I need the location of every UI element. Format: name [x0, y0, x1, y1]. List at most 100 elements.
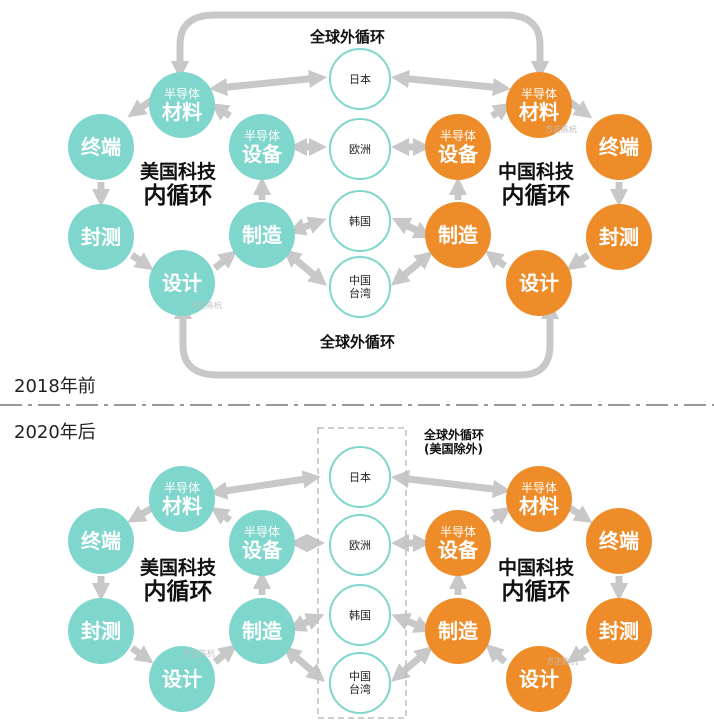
node-big-label: 封测 [81, 619, 121, 643]
us-top-japan-link-arrow [208, 69, 328, 97]
node-small-label: 半导体 [520, 480, 557, 495]
cn-bottom-design-to-manufacturing-arrow [485, 643, 508, 665]
us-top-design-node: 设计 [149, 250, 215, 316]
regions-group-box [317, 427, 407, 719]
top-taiwan-node: 中国 台湾 [329, 256, 391, 318]
bottom-taiwan-node: 中国 台湾 [329, 652, 391, 714]
us-bottom-packaging-to-design-arrow [129, 645, 154, 664]
title-line-2: 内循环 [501, 579, 571, 605]
region-label-line-1: 中国 [349, 670, 371, 683]
outer-label-line-2: (美国除外) [424, 442, 483, 456]
bottom-europe-node: 欧洲 [329, 514, 391, 576]
node-big-label: 设备 [242, 141, 282, 166]
us-bottom-materials-to-terminal-arrow [127, 504, 154, 523]
cn-top-inner-loop-title: 中国科技 内循环 [498, 160, 574, 208]
us-top-materials-node: 半导体 材料 [149, 72, 215, 138]
watermark-text: 方正陈杭 [190, 301, 222, 310]
cn-top-design-node: 设计 [506, 250, 572, 316]
bottom-japan-node: 日本 [329, 446, 391, 508]
title-line-1: 美国科技 [140, 557, 217, 579]
us-bottom-terminal-node: 终端 [68, 508, 134, 574]
region-label: 日本 [349, 72, 371, 86]
bottom-outer-loop-label: 全球外循环 (美国除外) [424, 428, 484, 456]
node-big-label: 封测 [599, 225, 639, 249]
us-bottom-taiwan-link-arrow [283, 646, 325, 682]
node-big-label: 设计 [519, 271, 559, 295]
node-small-label: 半导体 [163, 480, 200, 495]
watermark-text: 方正陈杭 [545, 125, 577, 134]
node-small-label: 半导体 [520, 86, 557, 101]
cn-bottom-equipment-node: 半导体 设备 [425, 510, 491, 576]
title-line-2: 内循环 [501, 183, 571, 209]
us-top-korea-link-arrow [287, 216, 327, 236]
region-label-line-1: 中国 [349, 274, 371, 287]
node-small-label: 半导体 [163, 86, 200, 101]
top-era-label: 2018年前 [14, 376, 96, 397]
us-top-inner-loop-title: 美国科技 内循环 [140, 160, 216, 208]
node-big-label: 设备 [242, 537, 282, 562]
node-big-label: 制造 [438, 223, 478, 247]
cn-top-japan-link-arrow [390, 69, 512, 97]
node-small-label: 半导体 [243, 128, 280, 143]
cn-bottom-packaging-to-design-arrow [566, 645, 591, 664]
cn-bottom-manufacturing-node: 制造 [425, 598, 491, 664]
node-big-label: 制造 [242, 223, 282, 247]
us-top-packaging-node: 封测 [68, 204, 134, 270]
cn-top-equipment-node: 半导体 设备 [425, 114, 491, 180]
us-top-manufacturing-node: 制造 [229, 202, 295, 268]
cn-bottom-materials-to-terminal-arrow [568, 505, 593, 524]
node-small-label: 半导体 [439, 524, 476, 539]
outer-loop-top-arrow [170, 11, 550, 80]
node-big-label: 封测 [81, 225, 121, 249]
bottom-korea-node: 韩国 [329, 584, 391, 646]
us-bottom-inner-loop-title: 美国科技 内循环 [140, 556, 216, 604]
region-label: 日本 [349, 470, 371, 484]
us-top-equipment-to-materials-arrow [210, 102, 232, 121]
node-big-label: 设计 [162, 271, 202, 295]
cn-bottom-japan-link-arrow [390, 470, 512, 498]
region-label: 欧洲 [349, 142, 371, 156]
title-line-2: 内循环 [143, 579, 213, 605]
cn-top-terminal-node: 终端 [586, 114, 652, 180]
region-label-line-2: 台湾 [349, 683, 371, 696]
node-big-label: 材料 [162, 493, 202, 518]
bottom-era-label: 2020年后 [14, 422, 96, 443]
node-big-label: 终端 [81, 529, 121, 553]
us-bottom-manufacturing-node: 制造 [229, 598, 295, 664]
title-line-2: 内循环 [143, 183, 213, 209]
node-big-label: 设备 [438, 141, 478, 166]
us-bottom-packaging-node: 封测 [68, 598, 134, 664]
us-bottom-equipment-to-materials-arrow [210, 506, 232, 525]
watermark-text: 方正陈杭 [183, 649, 215, 658]
top-outer-loop-label-bottom: 全球外循环 [320, 333, 396, 351]
top-japan-node: 日本 [329, 48, 391, 110]
us-bottom-equipment-node: 半导体 设备 [229, 510, 295, 576]
node-big-label: 终端 [81, 135, 121, 159]
us-bottom-japan-link-arrow [208, 470, 322, 500]
title-line-1: 中国科技 [498, 557, 575, 579]
cn-top-equipment-to-materials-arrow [490, 102, 512, 121]
cn-top-packaging-node: 封测 [586, 204, 652, 270]
cn-top-korea-link-arrow [391, 217, 433, 239]
cn-top-manufacturing-node: 制造 [425, 202, 491, 268]
us-top-terminal-node: 终端 [68, 114, 134, 180]
region-label: 欧洲 [349, 538, 371, 552]
us-bottom-materials-node: 半导体 材料 [149, 466, 215, 532]
watermark-text: 方正陈杭 [546, 657, 578, 666]
node-small-label: 半导体 [243, 524, 280, 539]
cn-bottom-terminal-node: 终端 [586, 508, 652, 574]
title-line-1: 中国科技 [498, 161, 575, 183]
region-label: 韩国 [349, 608, 371, 622]
us-bottom-design-to-manufacturing-arrow [212, 644, 238, 665]
cn-bottom-equipment-to-materials-arrow [490, 506, 512, 525]
cn-bottom-packaging-node: 封测 [586, 598, 652, 664]
node-small-label: 半导体 [439, 128, 476, 143]
node-big-label: 终端 [599, 529, 639, 553]
node-big-label: 终端 [599, 135, 639, 159]
cn-bottom-korea-link-arrow [391, 613, 433, 633]
us-bottom-design-node: 设计 [149, 646, 215, 712]
us-top-taiwan-link-arrow [283, 249, 327, 286]
node-big-label: 设备 [438, 537, 478, 562]
